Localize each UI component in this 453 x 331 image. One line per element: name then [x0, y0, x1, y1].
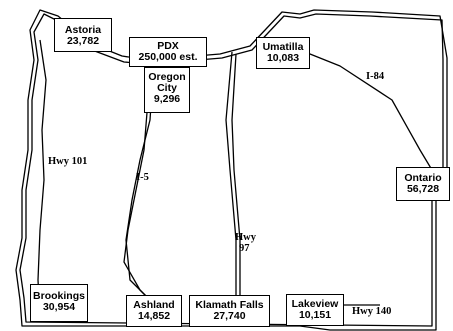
hwy-97-line [225, 51, 237, 300]
city-name-line1: Oregon [148, 71, 186, 83]
city-population: 56,728 [406, 183, 440, 195]
city-name: Lakeview [291, 298, 339, 310]
hwy-101-line [37, 39, 47, 319]
city-oregon-city: Oregon City 9,296 [144, 67, 190, 113]
city-name: Ontario [404, 172, 442, 184]
city-klamath-falls: Klamath Falls 27,740 [189, 295, 270, 327]
city-name: PDX [157, 40, 179, 52]
city-astoria: Astoria 23,782 [54, 18, 112, 52]
road-label-hwy-97: Hwy 97 [235, 232, 256, 254]
city-brookings: Brookings 30,954 [30, 284, 88, 322]
city-ashland: Ashland 14,852 [126, 295, 182, 327]
city-name-line2: City [157, 82, 177, 94]
city-pdx: PDX 250,000 est. [129, 37, 207, 67]
city-population: 14,852 [137, 310, 171, 322]
city-name: Klamath Falls [195, 299, 264, 311]
city-name: Brookings [33, 290, 85, 302]
city-population: 10,083 [266, 52, 300, 64]
city-ontario: Ontario 56,728 [396, 167, 450, 201]
city-population: 23,782 [66, 35, 100, 47]
i-84-line [299, 49, 433, 171]
road-label-hwy-97-line1: Hwy [235, 232, 256, 243]
city-name: Umatilla [262, 41, 304, 53]
road-label-hwy-97-line2: 97 [239, 243, 250, 254]
city-population: 9,296 [153, 93, 181, 105]
road-label-hwy-140: Hwy 140 [352, 306, 392, 317]
city-name: Astoria [64, 24, 102, 36]
city-population: 250,000 est. [138, 51, 198, 63]
city-name: Ashland [133, 299, 175, 311]
road-label-i-5: I-5 [136, 172, 149, 183]
city-population: 10,151 [298, 309, 332, 321]
road-label-i-84: I-84 [366, 71, 385, 82]
city-population: 27,740 [213, 310, 246, 322]
hwy-97-line-2 [231, 53, 241, 300]
road-label-hwy-101: Hwy 101 [48, 156, 88, 167]
city-lakeview: Lakeview 10,151 [286, 294, 344, 326]
city-population: 30,954 [42, 301, 76, 313]
city-umatilla: Umatilla 10,083 [256, 37, 310, 69]
